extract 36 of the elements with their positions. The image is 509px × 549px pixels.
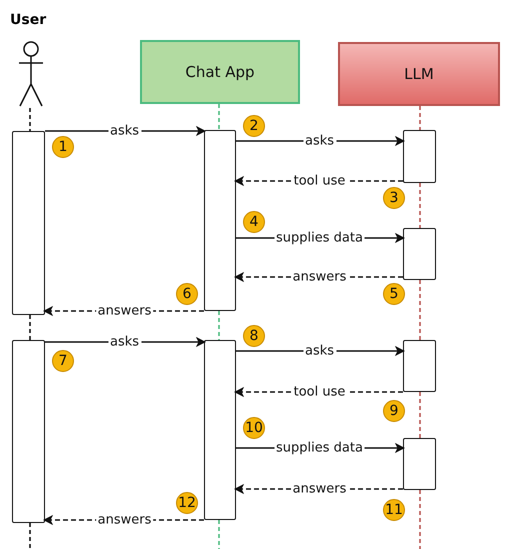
activation-bar xyxy=(403,438,436,490)
lifeline xyxy=(419,280,421,340)
participant-box: Chat App xyxy=(140,40,300,104)
lifeline xyxy=(218,311,220,340)
edge-label: supplies data xyxy=(274,440,365,456)
step-number: 5 xyxy=(383,283,405,305)
lifeline xyxy=(29,108,31,131)
participant-box: LLM xyxy=(338,42,500,106)
step-number: 1 xyxy=(52,136,74,158)
lifeline xyxy=(419,392,421,438)
step-number: 10 xyxy=(243,417,265,439)
actor-label: User xyxy=(10,12,46,28)
step-number: 6 xyxy=(176,283,198,305)
lifeline xyxy=(419,490,421,549)
activation-bar xyxy=(204,130,236,311)
step-number: 12 xyxy=(176,492,198,514)
lifeline xyxy=(419,183,421,228)
lifeline xyxy=(218,520,220,549)
lifeline xyxy=(218,104,220,130)
activation-bar xyxy=(12,340,45,523)
activation-bar xyxy=(403,340,436,392)
lifeline xyxy=(29,315,31,340)
step-number: 2 xyxy=(243,115,265,137)
step-number: 3 xyxy=(383,187,405,209)
activation-bar xyxy=(403,228,436,280)
step-number: 8 xyxy=(243,325,265,347)
lifeline xyxy=(29,523,31,549)
step-number: 7 xyxy=(52,350,74,372)
activation-bar xyxy=(12,131,45,315)
step-number: 11 xyxy=(383,499,405,521)
lifeline xyxy=(419,106,421,130)
edge-label: supplies data xyxy=(274,230,365,246)
step-number: 9 xyxy=(383,400,405,422)
activation-bar xyxy=(403,130,436,183)
activation-bar xyxy=(204,340,236,520)
step-number: 4 xyxy=(243,211,265,233)
